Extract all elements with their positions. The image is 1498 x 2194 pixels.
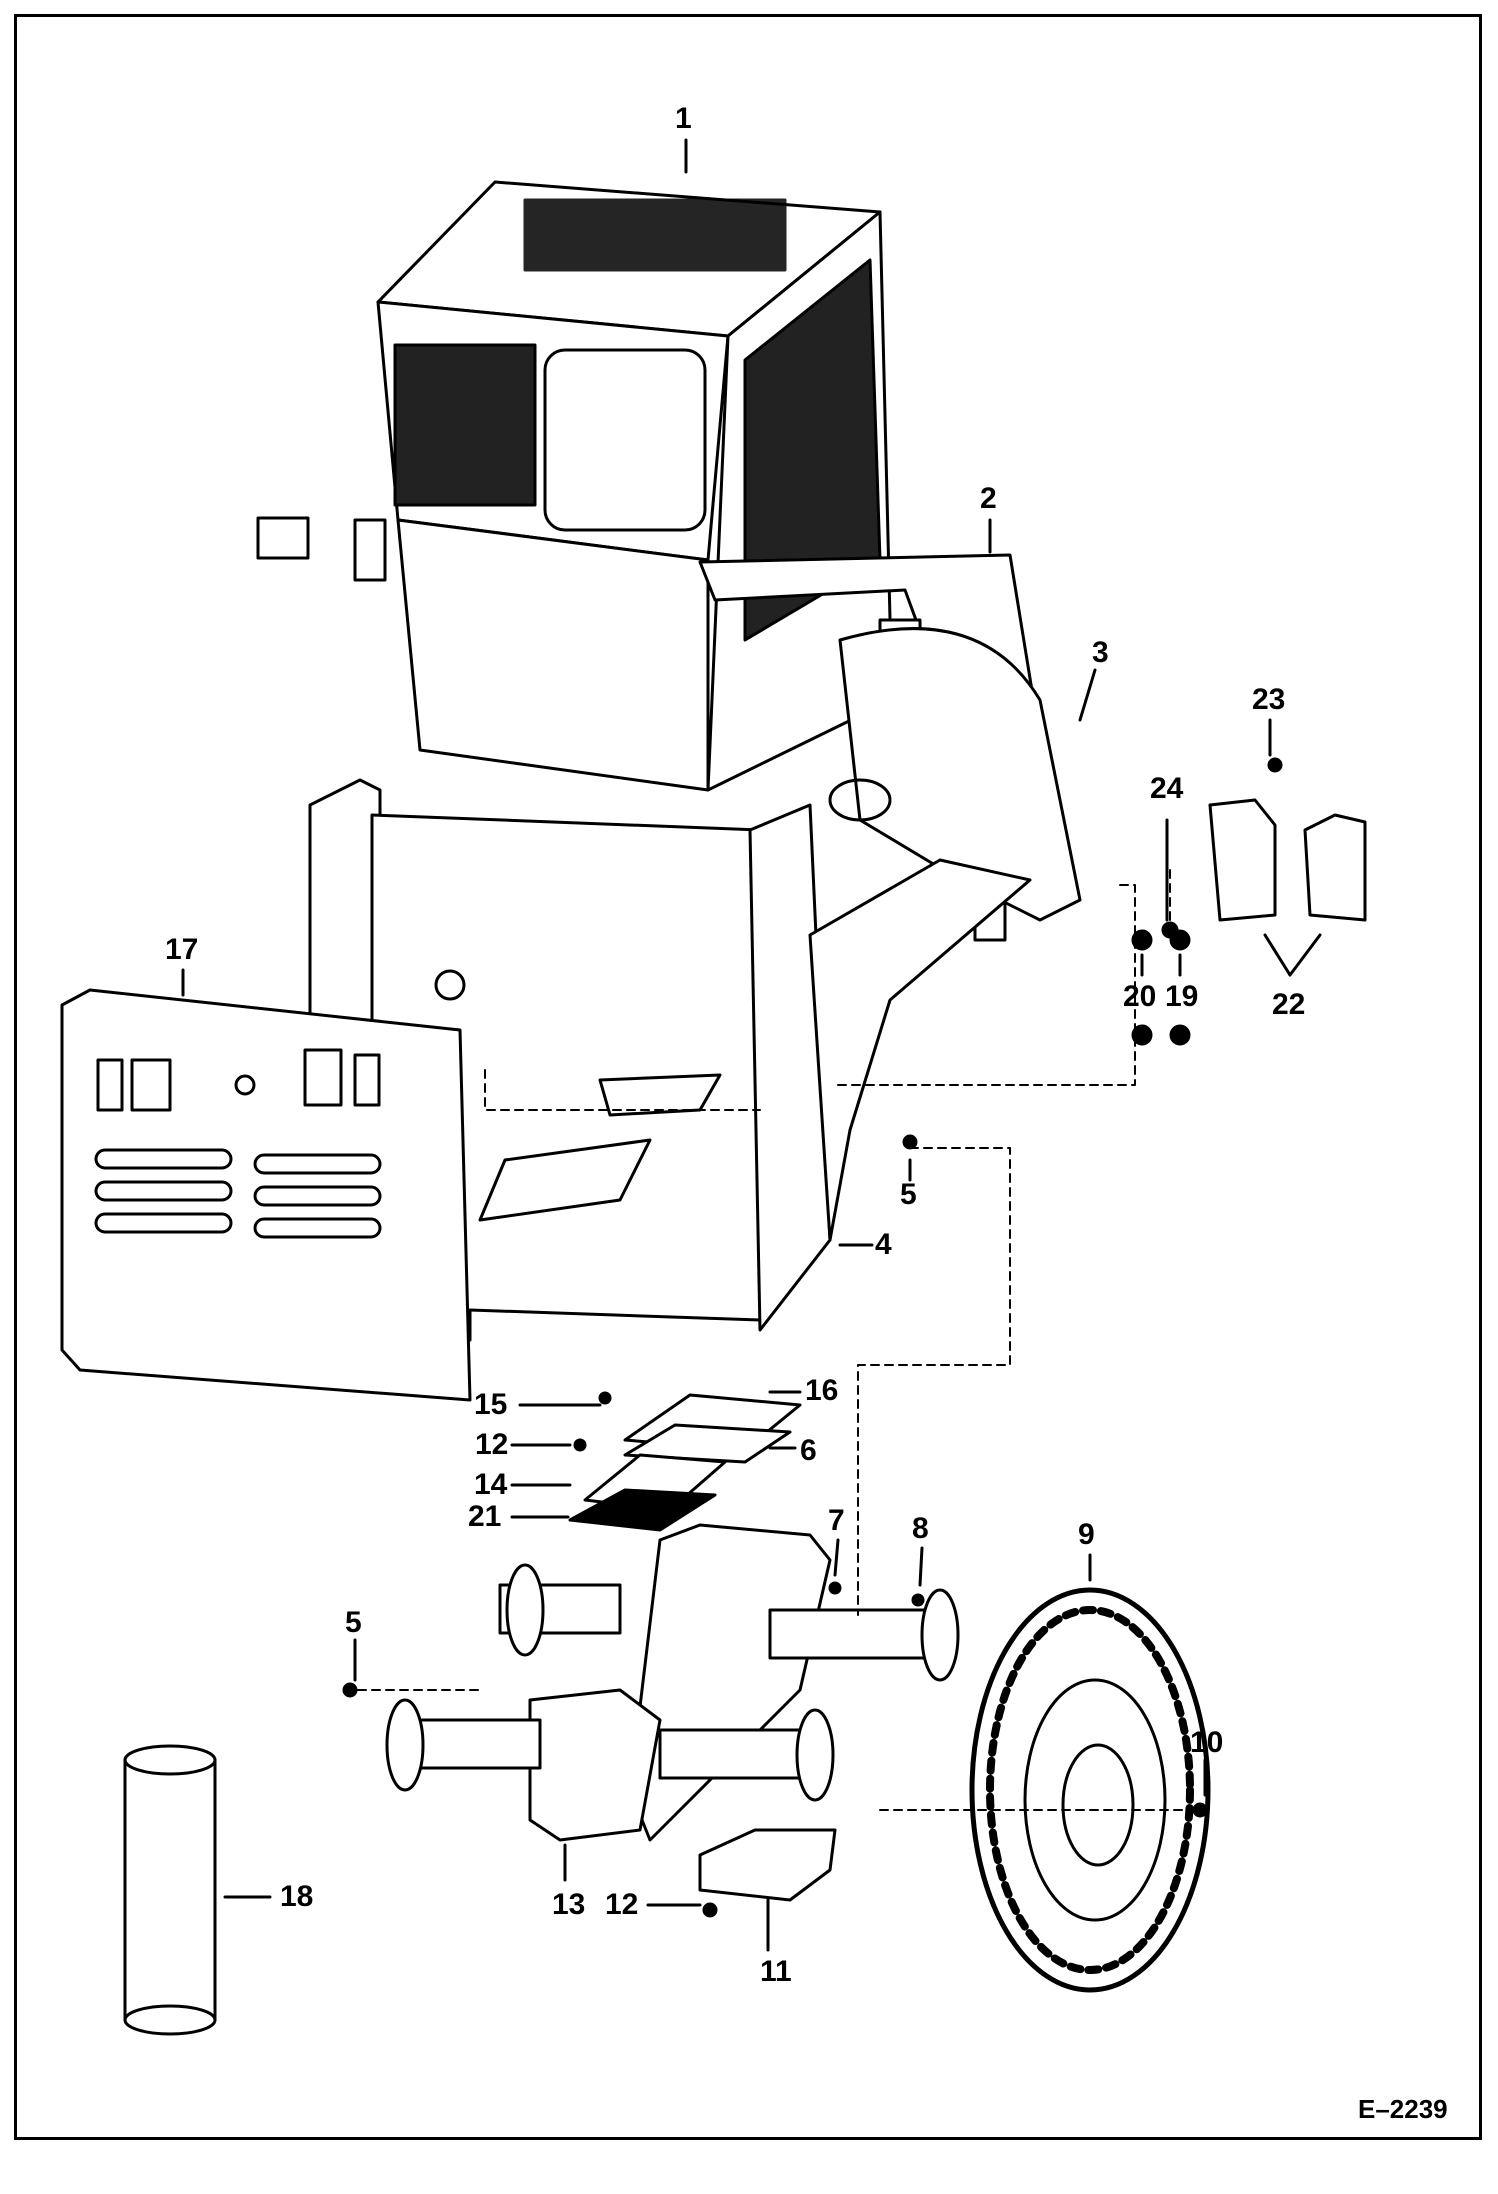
callout-12-upper: 12 <box>475 1428 509 1461</box>
callout-5-upper: 5 <box>900 1178 917 1211</box>
callout-2: 2 <box>980 482 997 515</box>
callout-6: 6 <box>800 1434 817 1467</box>
operator-cab <box>256 180 894 792</box>
callout-17: 17 <box>165 933 199 966</box>
rear-door <box>60 988 472 1402</box>
callout-21: 21 <box>468 1500 502 1533</box>
callout-12-lower: 12 <box>605 1888 639 1921</box>
callout-4: 4 <box>875 1228 892 1261</box>
callout-24: 24 <box>1150 772 1184 805</box>
callout-20: 20 <box>1123 980 1157 1013</box>
tube <box>123 1744 217 2036</box>
callout-22: 22 <box>1272 988 1306 1021</box>
callout-3: 3 <box>1092 636 1109 669</box>
callout-19: 19 <box>1165 980 1199 1013</box>
callout-7: 7 <box>828 1504 845 1537</box>
chaincase-axle-housing <box>385 1523 960 1842</box>
callout-23: 23 <box>1252 683 1286 716</box>
side-plates <box>1208 798 1367 922</box>
callout-1: 1 <box>675 102 692 135</box>
callout-8: 8 <box>912 1512 929 1545</box>
callout-10: 10 <box>1190 1726 1224 1759</box>
floor-plates <box>568 1393 802 1532</box>
leader-lines <box>181 138 1322 1952</box>
callout-14: 14 <box>474 1468 508 1501</box>
figure-code: E–2239 <box>1358 2094 1448 2124</box>
callout-16: 16 <box>805 1374 839 1407</box>
drawing-frame <box>14 14 1482 2140</box>
cover-plate <box>698 1828 837 1902</box>
assembly-lines <box>357 869 1196 1811</box>
callout-15: 15 <box>474 1388 508 1421</box>
tire-and-wheel <box>969 1587 1211 1993</box>
callout-18: 18 <box>280 1880 314 1913</box>
callout-13: 13 <box>552 1888 586 1921</box>
callout-11: 11 <box>760 1955 792 1988</box>
callout-5-lower: 5 <box>345 1606 362 1639</box>
callout-9: 9 <box>1078 1518 1095 1551</box>
